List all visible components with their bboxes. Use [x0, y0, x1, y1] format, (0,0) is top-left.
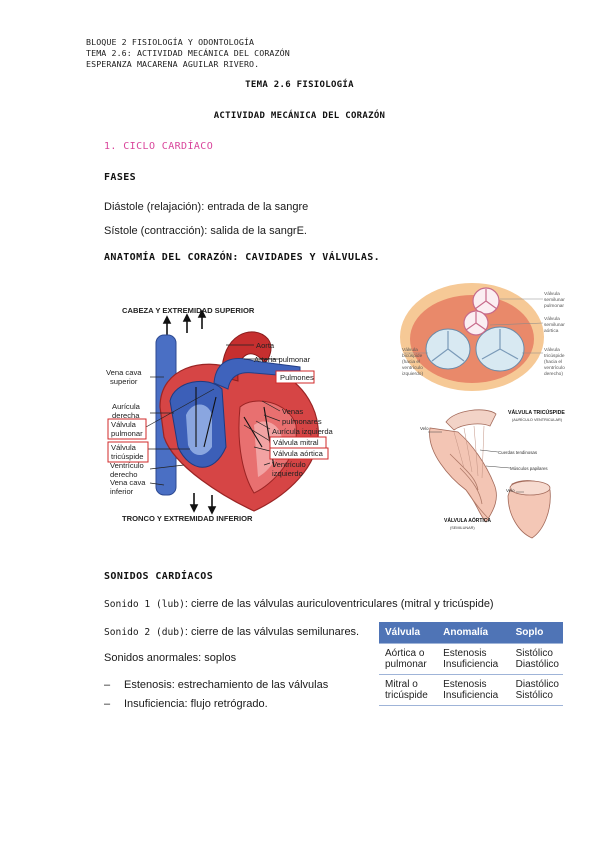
- valves-cross-section: Válvula semilunar pulmonar Válvula semil…: [400, 283, 565, 391]
- header-line-course: BLOQUE 2 FISIOLOGÍA Y ODONTOLOGÍA: [86, 37, 255, 47]
- table-header-valvula: Válvula: [379, 622, 438, 644]
- label-vena-cava-inf-1: Vena cava: [110, 478, 146, 487]
- label-semilunar-aortica-2: semilunar: [544, 322, 565, 328]
- section-heading-ciclo: 1. CICLO CARDÍACO: [104, 141, 214, 152]
- label-venas-pulmonares: pulmonares: [282, 417, 322, 426]
- label-bicuspide-5: izquierdo): [402, 371, 423, 377]
- label-musculos-papilares: Músculos papilares: [510, 466, 548, 471]
- label-ventriculo-izq-1: Ventrículo: [272, 460, 306, 469]
- list-item-estenosis: – Estenosis: estrechamiento de las válvul…: [104, 679, 328, 691]
- label-valvula-pulmonar-1: Válvula: [111, 420, 137, 429]
- heading-fases: FASES: [104, 172, 137, 183]
- label-valvula-aortica-sketch: VÁLVULA AÓRTICA: [444, 516, 491, 524]
- label-tricuspide-2: tricúspide: [544, 353, 565, 359]
- valve-chordae-diagram: VÁLVULA TRICÚSPIDE (AURÍCULO VENTRICULAR…: [420, 409, 565, 539]
- label-vena-cava-sup-2: superior: [110, 377, 138, 386]
- label-tricuspide-3: (hacia el: [544, 359, 562, 365]
- label-tricuspide-1: Válvula: [544, 347, 560, 353]
- box-valvula-pulmonar: [107, 418, 147, 440]
- text-insuficiencia: Insuficiencia: flujo retrógrado.: [124, 698, 268, 710]
- label-sonido-2: Sonido 2 (dub): [104, 627, 185, 638]
- label-bicuspide-2: bicúspide: [402, 353, 423, 359]
- label-sonido-1: Sonido 1 (lub): [104, 599, 185, 610]
- page-title: TEMA 2.6 FISIOLOGÍA: [245, 80, 354, 90]
- label-bicuspide-4: ventrículo: [402, 365, 423, 371]
- label-valvula-pulmonar-2: pulmonar: [111, 429, 143, 438]
- label-tricuspide-4: ventrículo: [544, 365, 565, 371]
- label-valvula-tricuspide-1: Válvula: [111, 443, 137, 452]
- label-venas: Venas: [282, 407, 303, 416]
- label-tricuspide-5: derecho): [544, 371, 563, 377]
- label-semilunar-pulmonar-3: pulmonar: [544, 303, 564, 309]
- box-valvula-tricuspide: [107, 441, 149, 463]
- table-header-soplo: Soplo: [509, 622, 563, 644]
- text-sonido-2: Sonido 2 (dub): cierre de las válvulas s…: [104, 626, 359, 638]
- table-header-row: Válvula Anomalía Soplo: [379, 622, 563, 644]
- label-auricula-der-2: derecha: [112, 411, 140, 420]
- text-estenosis: Estenosis: estrechamiento de las válvula…: [124, 679, 329, 691]
- page-subtitle: ACTIVIDAD MECÁNICA DEL CORAZÓN: [213, 111, 386, 121]
- label-arteria-pulmonar: Arteria pulmonar: [254, 355, 311, 364]
- text-sonido-2-desc: : cierre de las válvulas semilunares.: [184, 626, 360, 638]
- text-sonidos-anormales: Sonidos anormales: soplos: [104, 652, 237, 664]
- label-cuerdas-tendinosas: Cuerdas tendinosas: [498, 450, 538, 455]
- label-velo-1: Velo: [420, 426, 429, 431]
- label-valvula-tricuspide-2: tricúspide: [111, 452, 144, 461]
- heading-sonidos: SONIDOS CARDÍACOS: [104, 571, 214, 582]
- label-aorta: Aorta: [256, 341, 275, 350]
- bullet-dash: –: [104, 679, 111, 691]
- label-ventriculo-izq-2: izquierdo: [272, 469, 303, 478]
- label-semilunar-sketch: (SEMILUNAR): [450, 526, 475, 530]
- label-valvula-aortica: Válvula aórtica: [273, 449, 324, 458]
- label-auricula-der-1: Aurícula: [112, 402, 141, 411]
- box-pulmones: [275, 370, 315, 384]
- header-line-author: ESPERANZA MACARENA AGUILAR RIVERO.: [86, 59, 260, 69]
- header-line-topic: TEMA 2.6: ACTIVIDAD MECÁNICA DEL CORAZÓN: [86, 48, 290, 58]
- label-vena-cava-inf-2: inferior: [110, 487, 134, 496]
- box-valvula-aortica: [269, 447, 329, 460]
- text-sistole: Sístole (contracción): salida de la sang…: [104, 225, 307, 237]
- label-ventriculo-der-2: derecho: [110, 470, 137, 479]
- label-auriculo-ventricular: (AURÍCULO VENTRICULAR): [512, 418, 563, 422]
- list-item-insuficiencia: – Insuficiencia: flujo retrógrado.: [104, 698, 268, 710]
- label-bicuspide-1: Válvula: [402, 347, 418, 353]
- table-header-anomalia: Anomalía: [437, 622, 510, 644]
- label-valvula-tricuspide: VÁLVULA TRICÚSPIDE: [508, 409, 565, 416]
- label-valvula-mitral: Válvula mitral: [273, 438, 319, 447]
- label-cabeza: CABEZA Y EXTREMIDAD SUPERIOR: [122, 306, 255, 315]
- label-auricula-izquierda: Aurícula izquierda: [272, 427, 334, 436]
- label-bicuspide-3: (hacia el: [402, 359, 420, 365]
- text-sonido-1: Sonido 1 (lub): cierre de las válvulas a…: [104, 598, 494, 610]
- label-pulmones: Pulmones: [280, 373, 314, 382]
- label-vena-cava-sup-1: Vena cava: [106, 368, 142, 377]
- label-tronco: TRONCO Y EXTREMIDAD INFERIOR: [122, 514, 253, 523]
- text-diastole: Diástole (relajación): entrada de la san…: [104, 201, 309, 213]
- label-semilunar-pulmonar-1: Válvula: [544, 291, 560, 297]
- label-ventriculo-der-1: Ventrículo: [110, 461, 144, 470]
- text-sonido-1-desc: : cierre de las válvulas auriculoventric…: [184, 598, 494, 610]
- document-header: BLOQUE 2 FISIOLOGÍA Y ODONTOLOGÍA TEMA 2…: [86, 37, 290, 70]
- label-semilunar-pulmonar-2: semilunar: [544, 297, 565, 303]
- label-semilunar-aortica-3: aórtica: [544, 328, 559, 334]
- bullet-dash: –: [104, 698, 111, 710]
- label-velo-2: Velo: [506, 488, 515, 493]
- heading-anatomia: ANATOMÍA DEL CORAZÓN: CAVIDADES Y VÁLVUL…: [104, 252, 381, 263]
- heart-circulation-diagram: CABEZA Y EXTREMIDAD SUPERIOR TRONCO Y EX…: [106, 306, 334, 523]
- label-semilunar-aortica-1: Válvula: [544, 316, 560, 322]
